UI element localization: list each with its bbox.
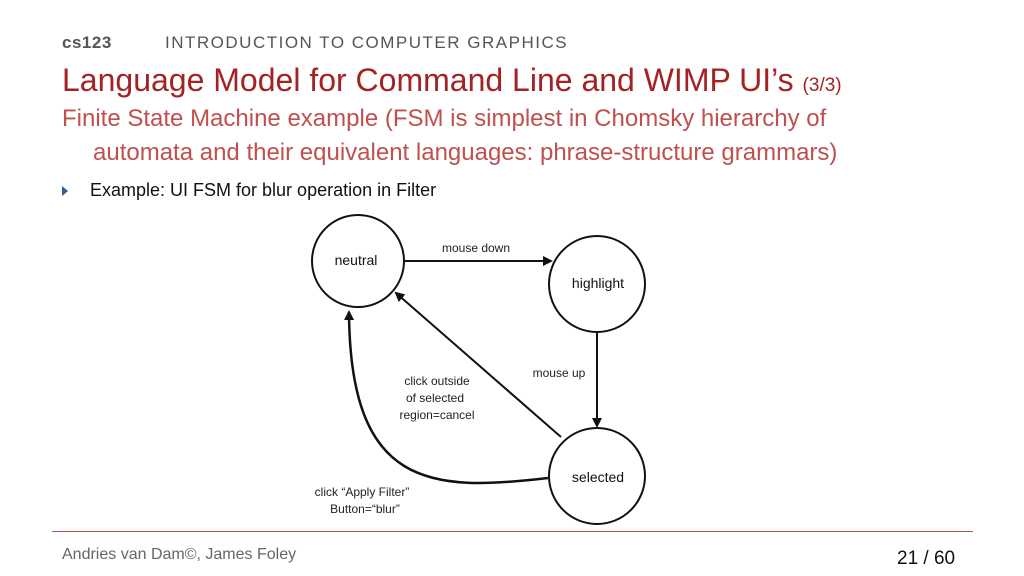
edge-apply-label-line-2: Button=“blur” <box>330 502 400 516</box>
edge-cancel-arrow <box>394 291 562 438</box>
state-highlight-label: highlight <box>572 275 624 291</box>
state-selected-circle <box>548 427 646 525</box>
bullet-arrow-icon <box>62 185 68 196</box>
edge-cancel-label-line-3: region=cancel <box>399 408 474 422</box>
course-name: INTRODUCTION TO COMPUTER GRAPHICS <box>165 33 569 52</box>
edge-apply-arrow <box>344 310 549 485</box>
bullet-text: Example: UI FSM for blur operation in Fi… <box>90 180 437 200</box>
slide-subtitle: Finite State Machine example (FSM is sim… <box>62 102 962 170</box>
footer-divider <box>52 531 973 532</box>
edge-mouse-up-label: mouse up <box>533 366 586 380</box>
footer-author: Andries van Dam©, James Foley <box>62 546 297 563</box>
edge-cancel-label-line-1: click outside <box>404 374 470 388</box>
state-neutral: neutral <box>311 214 405 308</box>
state-neutral-circle <box>311 214 405 308</box>
course-code: cs123 <box>62 33 112 52</box>
bullet-item: Example: UI FSM for blur operation in Fi… <box>62 180 436 201</box>
edge-apply-label-line-1: click “Apply Filter” <box>315 485 410 499</box>
state-selected-label: selected <box>572 469 624 485</box>
subtitle-line-1: Finite State Machine example (FSM is sim… <box>62 105 827 132</box>
edge-cancel-label-line-2: of selected <box>406 391 464 405</box>
edge-mouse-down-label: mouse down <box>442 241 510 255</box>
state-selected: selected <box>548 427 646 525</box>
page-number: 21 / 60 <box>897 548 956 569</box>
slide-title-suffix: (3/3) <box>802 75 842 96</box>
subtitle-line-2: automata and their equivalent languages:… <box>93 139 838 166</box>
slide-title-main: Language Model for Command Line and WIMP… <box>62 62 794 98</box>
state-neutral-label: neutral <box>335 252 378 268</box>
slide-title: Language Model for Command Line and WIMP… <box>62 62 842 99</box>
state-highlight: highlight <box>548 235 646 333</box>
